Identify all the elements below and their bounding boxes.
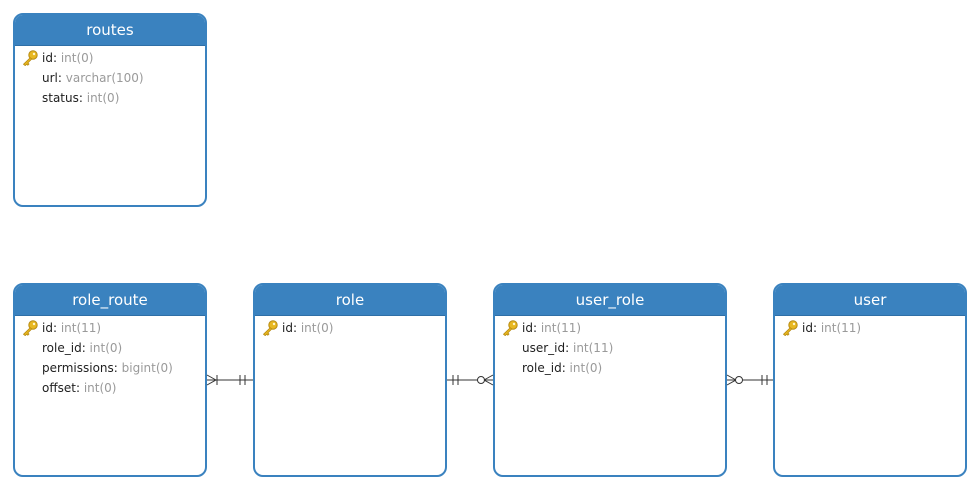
field-type: varchar(100) <box>65 71 144 85</box>
entity-user[interactable]: user id: int(11) <box>773 283 967 477</box>
primary-key-icon <box>782 320 798 336</box>
entity-routes-title: routes <box>15 15 205 46</box>
field-type: int(0) <box>83 381 117 395</box>
field-name: status <box>42 91 79 105</box>
entity-user-fields: id: int(11) <box>775 316 965 338</box>
field-type: bigint(0) <box>121 361 173 375</box>
entity-routes-fields: id: int(0) url: varchar(100) status: int… <box>15 46 205 108</box>
entity-user-role[interactable]: user_role id: int(11) user_id: int(11) r… <box>493 283 727 477</box>
primary-key-icon <box>262 320 278 336</box>
primary-key-icon <box>22 320 38 336</box>
field-type: int(0) <box>86 91 120 105</box>
field-name: role_id <box>522 361 562 375</box>
entity-role-route-title: role_route <box>15 285 205 316</box>
entity-role-fields: id: int(0) <box>255 316 445 338</box>
field-type: int(0) <box>60 51 94 65</box>
field-row[interactable]: id: int(0) <box>255 318 445 338</box>
field-name: id <box>522 321 533 335</box>
field-type: int(0) <box>300 321 334 335</box>
field-row[interactable]: status: int(0) <box>42 91 120 105</box>
field-type: int(0) <box>569 361 603 375</box>
entity-role-route[interactable]: role_route id: int(11) role_id: int(0) p… <box>13 283 207 477</box>
field-name: id <box>802 321 813 335</box>
relationship-role-route-role[interactable] <box>206 374 253 386</box>
field-type: int(11) <box>572 341 614 355</box>
field-row[interactable]: id: int(11) <box>15 318 205 338</box>
primary-key-icon <box>502 320 518 336</box>
field-name: user_id <box>522 341 566 355</box>
field-row[interactable]: url: varchar(100) <box>42 71 144 85</box>
field-row[interactable]: offset: int(0) <box>42 381 117 395</box>
field-row[interactable]: role_id: int(0) <box>522 361 603 375</box>
field-name: id <box>42 51 53 65</box>
relationship-role-user-role[interactable] <box>447 374 494 386</box>
field-row[interactable]: role_id: int(0) <box>42 341 123 355</box>
field-name: offset <box>42 381 76 395</box>
entity-user-title: user <box>775 285 965 316</box>
field-row[interactable]: user_id: int(11) <box>522 341 614 355</box>
relationship-user-role-user[interactable] <box>726 374 773 386</box>
field-type: int(11) <box>540 321 582 335</box>
entity-role-route-fields: id: int(11) role_id: int(0) permissions:… <box>15 316 205 398</box>
field-type: int(11) <box>60 321 102 335</box>
entity-role-title: role <box>255 285 445 316</box>
field-name: url <box>42 71 58 85</box>
primary-key-icon <box>22 50 38 66</box>
field-name: role_id <box>42 341 82 355</box>
field-row[interactable]: id: int(0) <box>15 48 205 68</box>
field-row[interactable]: id: int(11) <box>495 318 725 338</box>
field-row[interactable]: permissions: bigint(0) <box>42 361 173 375</box>
field-name: permissions <box>42 361 114 375</box>
entity-role[interactable]: role id: int(0) <box>253 283 447 477</box>
field-row[interactable]: id: int(11) <box>775 318 965 338</box>
field-name: id <box>42 321 53 335</box>
entity-user-role-title: user_role <box>495 285 725 316</box>
entity-user-role-fields: id: int(11) user_id: int(11) role_id: in… <box>495 316 725 378</box>
field-name: id <box>282 321 293 335</box>
entity-routes[interactable]: routes id: int(0) url: varchar(100) stat… <box>13 13 207 207</box>
field-type: int(0) <box>89 341 123 355</box>
field-type: int(11) <box>820 321 862 335</box>
